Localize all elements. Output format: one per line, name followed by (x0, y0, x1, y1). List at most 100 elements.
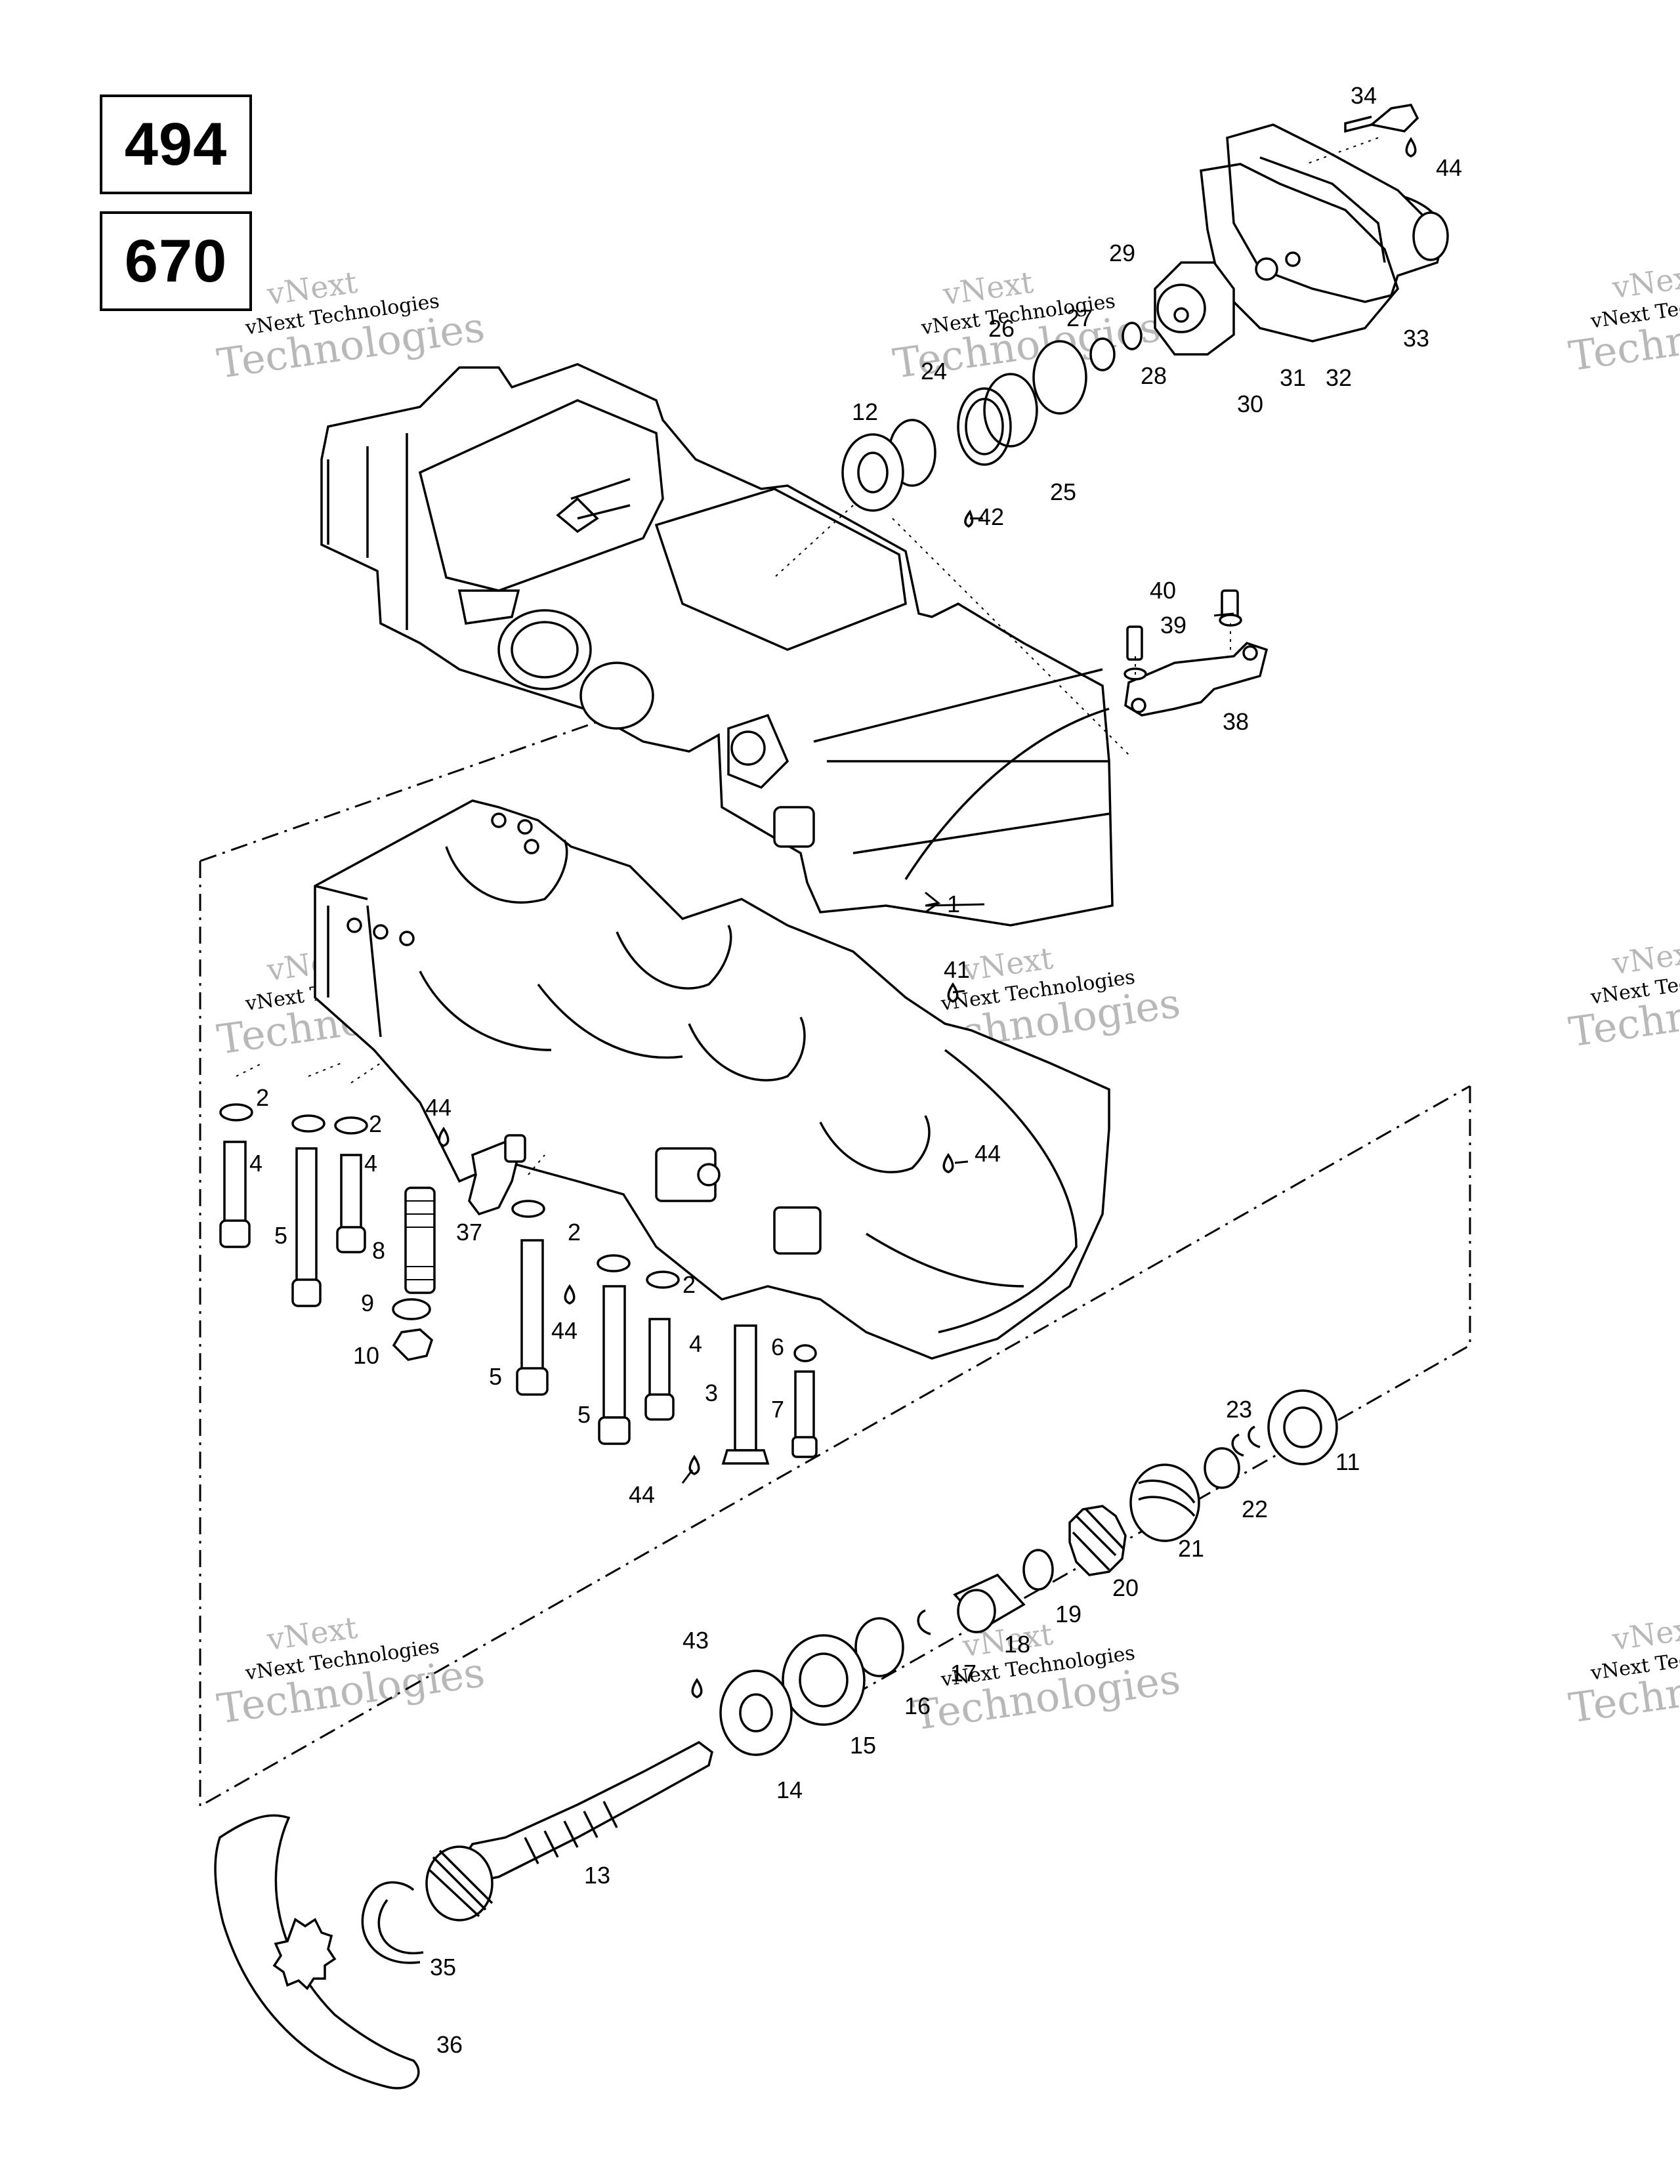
elbow-37-thread (504, 1134, 526, 1163)
washer-2 (219, 1103, 253, 1122)
callout-21: 21 (1178, 1535, 1204, 1562)
bracket-assembly (1124, 589, 1269, 717)
watermark: vNext vNext Technologies Technologies (1566, 1610, 1680, 1732)
bolt-3 (734, 1324, 757, 1452)
callout-30: 30 (1237, 390, 1263, 417)
callout-2: 2 (682, 1271, 696, 1298)
sealant-drop-44 (688, 1454, 700, 1475)
bearing-bore-inner (511, 621, 579, 679)
bracket-hole (1242, 645, 1258, 661)
mount-hole (730, 730, 766, 766)
leader-44 (954, 1160, 969, 1164)
watermark-line1: vNext (1610, 934, 1680, 982)
washer-2 (597, 1254, 631, 1272)
leader-lines (681, 517, 1234, 1484)
watermark: vNext vNext Technologies Technologies (214, 1610, 487, 1733)
stud-lines (570, 478, 631, 520)
bolt-7-head (791, 1436, 818, 1458)
cover-plate-36 (214, 1814, 420, 2090)
bearing-15 (782, 1634, 866, 1726)
callout-44: 44 (629, 1481, 655, 1508)
hole (373, 924, 388, 940)
callout-labels: 1 2 2 2 2 3 4 4 4 5 5 5 6 7 8 9 10 11 12… (249, 82, 1462, 2058)
bearing-12 (841, 433, 904, 512)
impeller-center (1173, 307, 1189, 323)
lower-hole (697, 1163, 721, 1186)
bolt-4-head (219, 1219, 251, 1248)
bolt-5 (520, 1239, 544, 1373)
crankcase-flange (327, 433, 408, 630)
spline-hole (272, 1918, 337, 1990)
bolt-4-head (336, 1226, 366, 1253)
callout-3: 3 (705, 1379, 718, 1406)
watermark-line1: vNext (1610, 1610, 1680, 1658)
callout-5: 5 (578, 1401, 591, 1428)
shaft-gear-teeth (429, 1849, 494, 1918)
sealant-drop-43 (691, 1677, 703, 1698)
hole (346, 917, 362, 933)
bolt-5-head (291, 1278, 322, 1307)
spring-coils (1138, 1479, 1196, 1517)
sleeve-18-end (957, 1589, 996, 1633)
bolt-4 (340, 1154, 362, 1235)
model-code-box-670: 670 (100, 211, 252, 311)
ring-25 (957, 387, 1012, 466)
hole (491, 812, 507, 828)
main-bearing-saddle (616, 925, 732, 990)
washer-2 (291, 1114, 326, 1133)
callout-44: 44 (975, 1140, 1001, 1167)
seal-26 (1032, 340, 1087, 415)
bolt-5 (602, 1285, 626, 1419)
bushing-22 (1204, 1447, 1240, 1489)
watermark: vNext vNext Technologies Technologies (214, 264, 487, 388)
bolt-5 (295, 1147, 318, 1288)
callout-26: 26 (988, 315, 1015, 342)
pump-seal (1255, 257, 1278, 281)
callout-32: 32 (1326, 364, 1352, 391)
alignment-line (1305, 137, 1379, 165)
watermark: vNext vNext Technologies Technologies (1566, 258, 1680, 381)
hole (517, 819, 533, 835)
upper-crankcase (320, 363, 1114, 927)
washer-16 (854, 1617, 904, 1677)
pto-housing-arc (938, 1049, 1078, 1334)
bearing-bore (579, 662, 654, 730)
callout-19: 19 (1055, 1601, 1082, 1628)
crankcase-lug (773, 806, 815, 848)
callout-10: 10 (353, 1342, 379, 1369)
ring-25-inner (965, 398, 1004, 455)
callout-18: 18 (1004, 1631, 1030, 1658)
outline-left-bottom (199, 861, 1471, 1808)
alignment-line (892, 518, 1129, 755)
callout-24: 24 (921, 358, 947, 385)
callout-41: 41 (944, 956, 970, 983)
bearing-11 (1267, 1389, 1338, 1465)
sealant-drop-42 (964, 509, 974, 528)
callout-2: 2 (568, 1219, 581, 1246)
stud-threads (406, 1200, 434, 1280)
callout-17: 17 (950, 1660, 976, 1687)
retaining-ring-35 (361, 1881, 421, 1964)
pump-nut (1285, 251, 1301, 267)
leader-41 (952, 990, 965, 994)
washer-28 (1122, 322, 1143, 350)
circlip-23 (1231, 1433, 1244, 1457)
callout-1: 1 (947, 891, 960, 917)
callout-2: 2 (256, 1084, 269, 1111)
leader-44 (681, 1469, 694, 1484)
callout-5: 5 (274, 1222, 287, 1249)
hole (399, 931, 415, 946)
callout-38: 38 (1223, 708, 1249, 735)
alignment-line (1135, 623, 1231, 676)
circlip-17 (917, 1609, 931, 1635)
bolt-5-head (516, 1367, 549, 1396)
callout-36: 36 (436, 2031, 463, 2058)
pump-outlet (1412, 211, 1449, 261)
watermark: vNext vNext Technologies Technologies (1566, 934, 1680, 1057)
lower-crankcase (314, 799, 1110, 1360)
washer-2 (646, 1270, 680, 1289)
callout-28: 28 (1141, 362, 1167, 389)
alignment-line (774, 505, 854, 578)
lower-lug (773, 1206, 822, 1255)
fasteners (219, 982, 959, 1475)
